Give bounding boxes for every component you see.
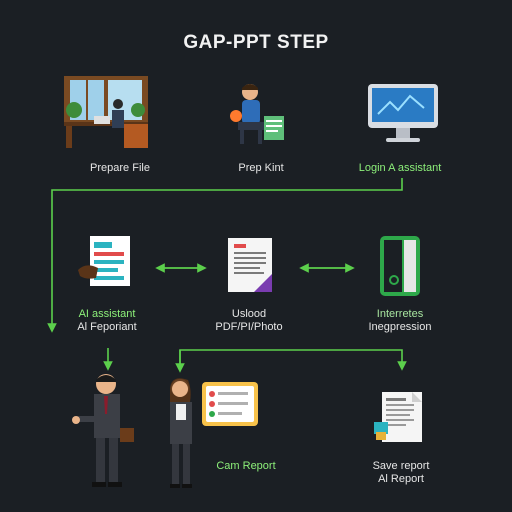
businesswoman-illustration (170, 378, 192, 488)
diagram-title: GAP-PPT STEP (183, 32, 329, 53)
person-at-desk-illustration (230, 84, 284, 144)
ai-assistant-document-illustration (78, 236, 130, 286)
step-save-report-line2: Al Report (378, 473, 424, 485)
step-prepare-file-label: Prepare File (90, 162, 150, 174)
step-ai-assistant-line2: Al Feporiant (77, 321, 137, 333)
businessman-illustration (72, 374, 134, 487)
report-card-illustration (202, 382, 258, 426)
step-interpret-line2: Inegpression (368, 321, 432, 333)
upload-document-illustration (228, 238, 272, 292)
monitor-illustration (368, 84, 438, 142)
connector-top-loop (47, 178, 403, 333)
step-cam-report-label: Cam Report (216, 460, 276, 472)
office-desk-illustration (64, 76, 148, 148)
step-upload-line2: PDF/PI/Photo (215, 321, 283, 333)
phone-device-illustration (380, 236, 420, 296)
step-ai-assistant-line1: AI assistant (78, 308, 136, 320)
step-interpret-line1: Interretes (376, 308, 424, 320)
save-report-document-illustration (374, 392, 422, 442)
step-save-report-line1: Save report (372, 460, 430, 472)
step-upload-line1: Uslood (231, 308, 267, 320)
step-login-assistant-label: Login A assistant (358, 162, 442, 174)
step-prep-kint-label: Prep Kint (238, 162, 284, 174)
connector-bottom-bracket (179, 349, 407, 371)
